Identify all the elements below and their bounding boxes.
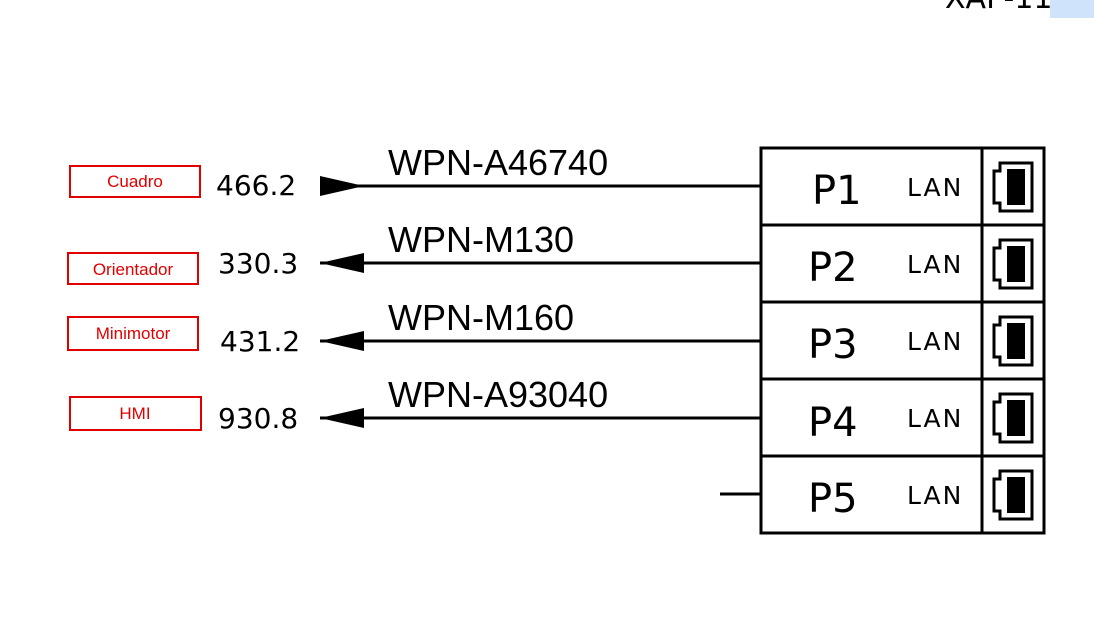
cable-label: WPN-M160 [388,297,574,338]
rj45-port-icon [992,161,1034,213]
corner-highlight [1050,0,1094,18]
device-tag-label: Cuadro [107,172,163,191]
port-type-label: LAN [907,327,963,356]
port-label: P1 [812,168,862,214]
rj45-port-icon [992,469,1034,521]
rj45-port-icon-fill [1007,169,1025,205]
device-value: 330.3 [218,247,298,280]
port-type-label: LAN [907,404,963,433]
connector-block [759,146,1046,535]
rj45-port-icon-fill [1007,400,1025,436]
rj45-port-icon [992,238,1034,290]
port-type-label: LAN [907,250,963,279]
port-label: P3 [808,322,858,368]
connection-row: Minimotor 431.2 WPN-M160 P3 LAN [67,297,1034,368]
rj45-port-icon-fill [1007,323,1025,359]
rj45-port-icon [992,392,1034,444]
device-tag-label: Orientador [93,260,174,279]
connector-frame [759,146,1046,535]
device-tag-label: Minimotor [96,324,171,343]
port-label: P2 [808,245,858,291]
device-tag-label: HMI [119,404,150,423]
device-value: 466.2 [216,169,296,202]
port-type-label: LAN [907,481,963,510]
cable-label: WPN-A93040 [388,374,608,415]
port-label: P4 [808,400,858,446]
connection-row: Orientador 330.3 WPN-M130 P2 LAN [67,219,1034,291]
cable-label: WPN-A46740 [388,142,608,183]
device-tag [67,316,199,351]
device-tag [67,252,199,285]
port-label: P5 [808,476,858,522]
device-tag [69,165,201,198]
device-value: 930.8 [218,402,298,435]
cable-label: WPN-M130 [388,219,574,260]
rj45-port-icon-fill [1007,246,1025,282]
device-tag [69,396,202,431]
rj45-port-icon [992,315,1034,367]
connection-row: Cuadro 466.2 WPN-A46740 P1 LAN [69,142,1034,214]
device-value: 431.2 [220,325,300,358]
corner-label: XAP-11 [945,0,1053,16]
spare-port-row: P5 LAN [720,469,1034,522]
port-type-label: LAN [907,173,963,202]
rj45-port-icon-fill [1007,477,1025,513]
connection-row: HMI 930.8 WPN-A93040 P4 LAN [69,374,1034,446]
